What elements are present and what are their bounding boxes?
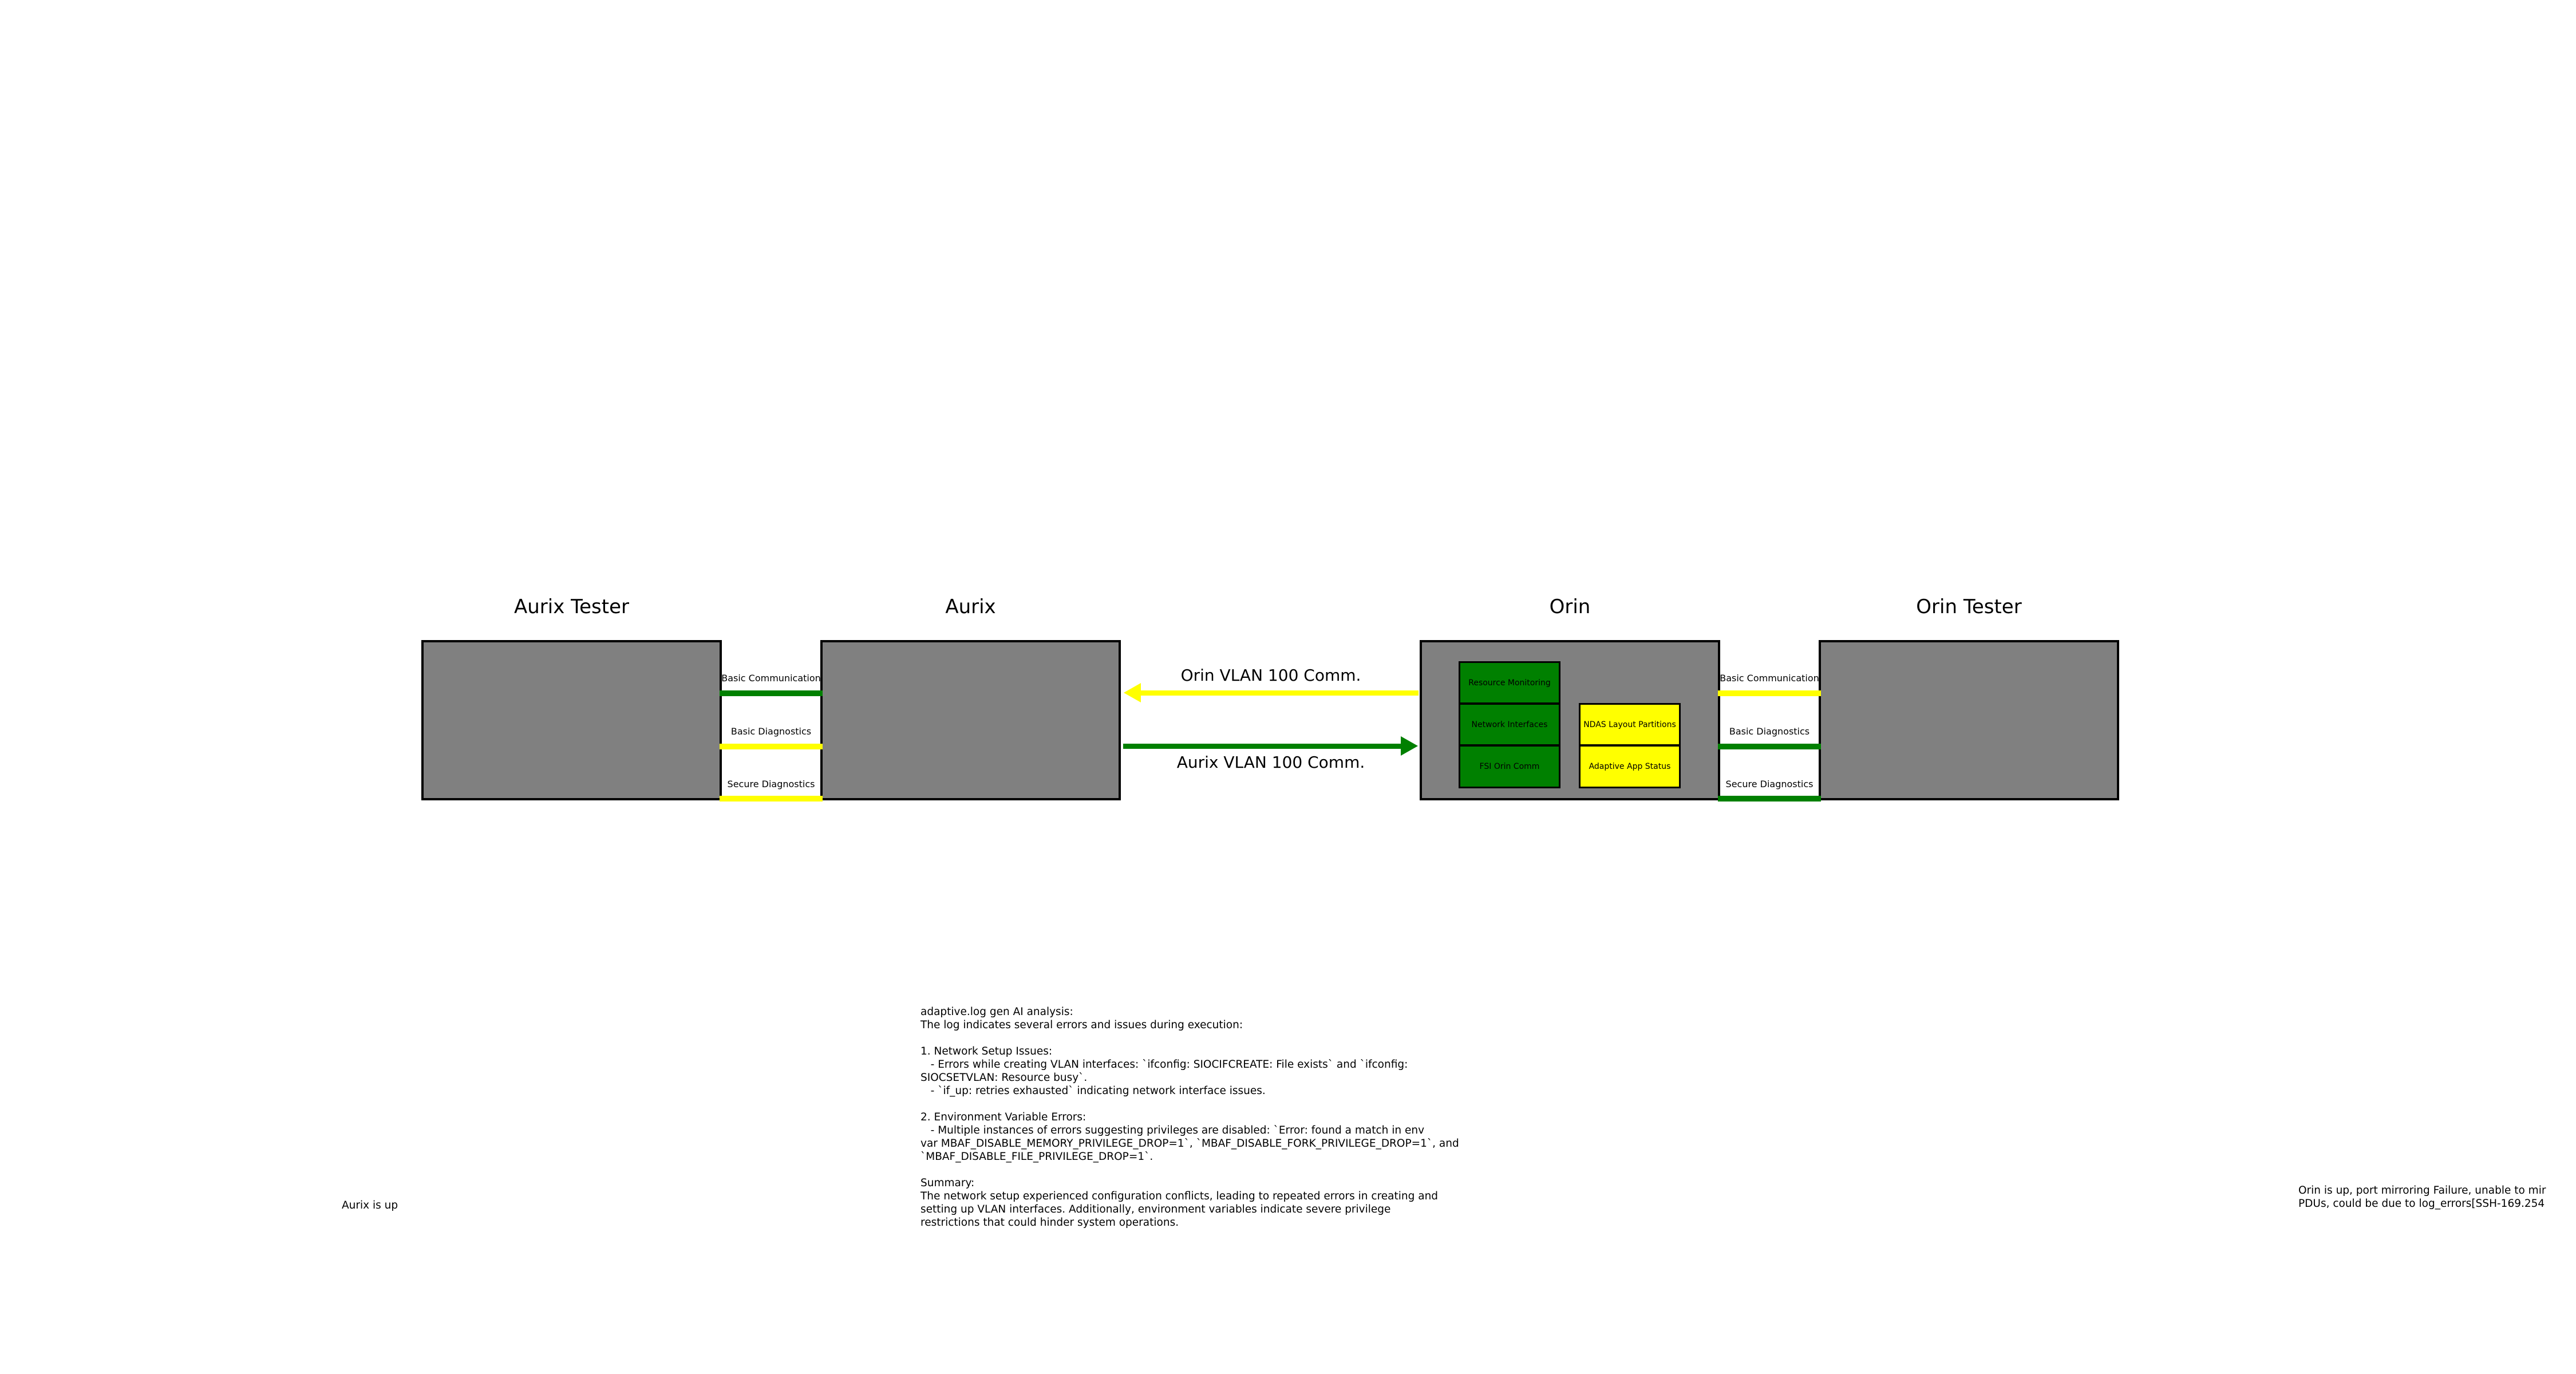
aurix-tester-box xyxy=(421,640,722,800)
orin-tester-box xyxy=(1819,640,2119,800)
left-link-label: Basic Communication xyxy=(721,673,821,684)
aurix-status-text: Aurix is up xyxy=(342,1199,398,1211)
orin-title: Orin xyxy=(1549,595,1591,618)
right-link-basic-diagnostics xyxy=(1718,744,1821,749)
left-link-basic-communication xyxy=(720,690,823,696)
aurix-vlan-arrow-line xyxy=(1123,744,1402,749)
orin-module-network-interfaces: Network Interfaces xyxy=(1459,703,1560,746)
right-link-label: Basic Diagnostics xyxy=(1729,726,1810,737)
orin-vlan-label: Orin VLAN 100 Comm. xyxy=(1180,666,1361,685)
orin-module-adaptive-app-status: Adaptive App Status xyxy=(1579,745,1681,788)
aurix-title: Aurix xyxy=(945,595,996,618)
left-link-label: Secure Diagnostics xyxy=(727,779,815,789)
orin-tester-title: Orin Tester xyxy=(1916,595,2022,618)
orin-vlan-arrow-line xyxy=(1139,690,1419,696)
left-link-basic-diagnostics xyxy=(720,744,823,749)
right-link-basic-communication xyxy=(1718,690,1821,696)
right-link-label: Basic Communication xyxy=(1720,673,1819,684)
aurix-vlan-arrow-head xyxy=(1401,736,1418,756)
orin-status-text: Orin is up, port mirroring Failure, unab… xyxy=(2298,1185,2546,1210)
orin-module-resource-monitoring: Resource Monitoring xyxy=(1459,661,1560,704)
orin-module-fsi-orin-comm: FSI Orin Comm xyxy=(1459,745,1560,788)
aurix-tester-title: Aurix Tester xyxy=(513,595,629,618)
right-link-label: Secure Diagnostics xyxy=(1725,779,1814,789)
right-link-secure-diagnostics xyxy=(1718,796,1821,802)
left-link-secure-diagnostics xyxy=(720,796,823,802)
orin-vlan-arrow-head xyxy=(1124,683,1141,702)
left-link-label: Basic Diagnostics xyxy=(730,726,812,737)
aurix-box xyxy=(820,640,1121,800)
ai-analysis-text: adaptive.log gen AI analysis: The log in… xyxy=(920,1006,1459,1229)
orin-module-ndas-layout-partitions: NDAS Layout Partitions xyxy=(1579,703,1681,746)
aurix-vlan-label: Aurix VLAN 100 Comm. xyxy=(1176,753,1365,772)
